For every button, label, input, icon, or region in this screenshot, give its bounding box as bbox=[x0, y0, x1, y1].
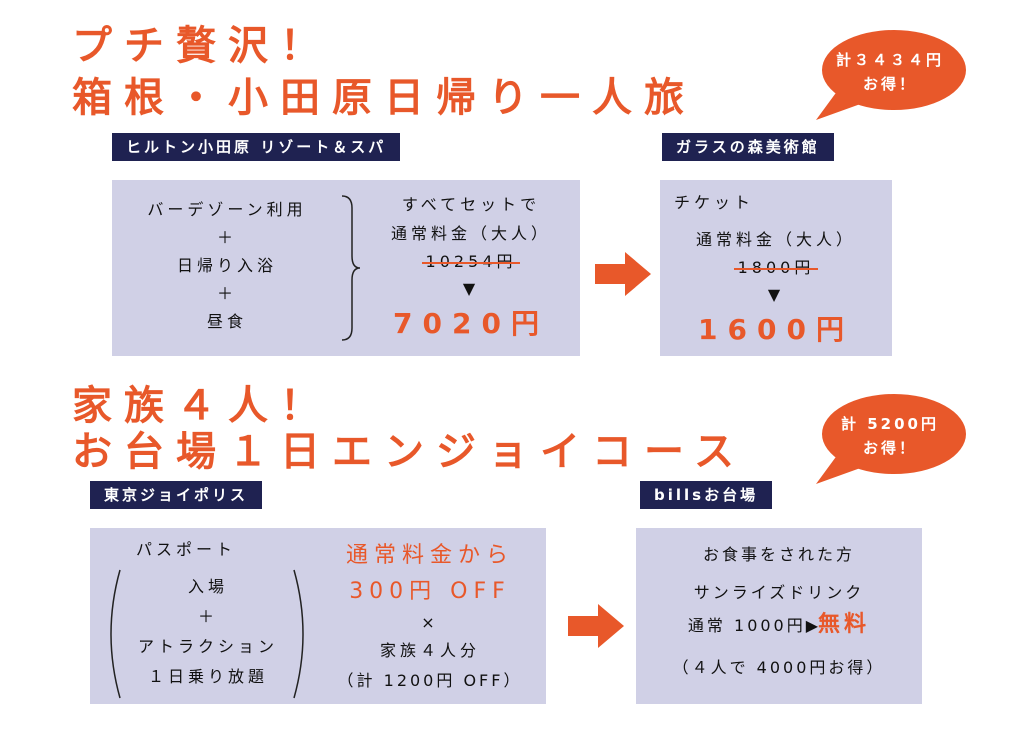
saving-text: （４人で 4000円お得） bbox=[672, 658, 886, 677]
glass-pricing: 通常料金（大人） 1800円 ▼ 1600円 bbox=[660, 226, 892, 352]
down-arrow-icon: ▼ bbox=[462, 279, 480, 298]
regular-price-struck: 1800円 bbox=[733, 254, 819, 282]
condition-text: お食事をされた方 bbox=[702, 545, 855, 564]
item-lunch: 昼食 bbox=[206, 312, 247, 331]
bills-panel: お食事をされた方 サンライズドリンク 通常 1000円▶無料 （４人で 4000… bbox=[636, 528, 922, 704]
venue-label-joypolis: 東京ジョイポリス bbox=[90, 481, 263, 509]
arrow-right-icon bbox=[568, 604, 624, 648]
hilton-panel: バーデゾーン利用 ＋ 日帰り入浴 ＋ 昼食 すべてセットで 通常料金（大人） 1… bbox=[112, 180, 580, 356]
item-plus: ＋ bbox=[216, 228, 237, 247]
item-entry: 入場 bbox=[187, 577, 228, 596]
speech-bubble-icon bbox=[816, 30, 966, 120]
savings-bubble-1: 計３４３４円 お得！ bbox=[808, 28, 972, 126]
bubble-text-line1: 計 5200円 bbox=[841, 415, 939, 433]
regular-price: 通常 1000円 bbox=[687, 616, 806, 635]
ticket-text: チケット bbox=[674, 193, 755, 212]
free-text: 無料 bbox=[818, 612, 871, 637]
bubble-text-line2: お得！ bbox=[862, 75, 917, 93]
regular-label: 通常料金（大人） bbox=[390, 224, 551, 243]
bills-content: お食事をされた方 サンライズドリンク 通常 1000円▶無料 （４人で 4000… bbox=[636, 540, 922, 683]
right-paren-icon bbox=[293, 569, 304, 699]
deal-price: 1600円 bbox=[698, 313, 854, 346]
total-text: （計 1200円 OFF） bbox=[337, 671, 523, 690]
joypolis-panel: パスポート 入場 ＋ アトラクション １日乗り放題 通常料金から 300円 OF… bbox=[90, 528, 546, 704]
venue-label-hilton: ヒルトン小田原 リゾート＆スパ bbox=[112, 133, 401, 161]
regular-label: 通常料金（大人） bbox=[695, 230, 856, 249]
hilton-pricing: すべてセットで 通常料金（大人） 10254円 ▼ 7020円 bbox=[362, 190, 580, 346]
item-bath: 日帰り入浴 bbox=[176, 256, 277, 275]
times-icon: × bbox=[421, 613, 439, 632]
item-unlimited: １日乗り放題 bbox=[147, 667, 268, 686]
play-arrow-icon: ▶ bbox=[805, 616, 819, 635]
item-bade-zone: バーデゾーン利用 bbox=[147, 200, 307, 219]
speech-bubble-icon bbox=[816, 394, 966, 484]
item-attraction: アトラクション bbox=[137, 637, 278, 656]
section1-headline-line2: 箱根・小田原日帰り一人旅 bbox=[72, 75, 696, 121]
left-paren-icon bbox=[110, 569, 121, 699]
joypolis-items: 入場 ＋ アトラクション １日乗り放題 bbox=[118, 572, 298, 692]
brace-icon bbox=[341, 195, 361, 341]
discount-line2: 300円 OFF bbox=[349, 579, 511, 604]
set-text: すべてセットで bbox=[401, 195, 541, 214]
drink-text: サンライズドリンク bbox=[693, 583, 865, 602]
deal-price: 7020円 bbox=[393, 307, 549, 340]
drink-price-row: 通常 1000円▶無料 bbox=[636, 608, 922, 643]
section1-headline-line1: プチ贅沢！ bbox=[72, 23, 332, 69]
item-plus: ＋ bbox=[197, 607, 218, 626]
regular-price-struck: 10254円 bbox=[421, 248, 521, 276]
bubble-text-line1: 計３４３４円 bbox=[835, 51, 944, 69]
item-plus: ＋ bbox=[216, 284, 237, 303]
glass-museum-panel: チケット 通常料金（大人） 1800円 ▼ 1600円 bbox=[660, 180, 892, 356]
savings-bubble-2: 計 5200円 お得！ bbox=[808, 392, 972, 490]
venue-label-glass-museum: ガラスの森美術館 bbox=[662, 133, 834, 161]
bubble-text-line2: お得！ bbox=[862, 439, 917, 457]
joypolis-pricing: 通常料金から 300円 OFF × 家族４人分 （計 1200円 OFF） bbox=[314, 538, 546, 696]
hilton-items: バーデゾーン利用 ＋ 日帰り入浴 ＋ 昼食 bbox=[112, 196, 342, 336]
family-text: 家族４人分 bbox=[379, 641, 480, 660]
discount-line1: 通常料金から bbox=[345, 543, 514, 568]
venue-label-bills: billsお台場 bbox=[640, 481, 773, 509]
passport-text: パスポート bbox=[136, 540, 237, 559]
section2-headline-line1: 家族４人！ bbox=[72, 383, 332, 429]
down-arrow-icon: ▼ bbox=[767, 285, 785, 304]
arrow-right-icon bbox=[595, 252, 651, 296]
section2-headline-line2: お台場１日エンジョイコース bbox=[72, 429, 746, 475]
